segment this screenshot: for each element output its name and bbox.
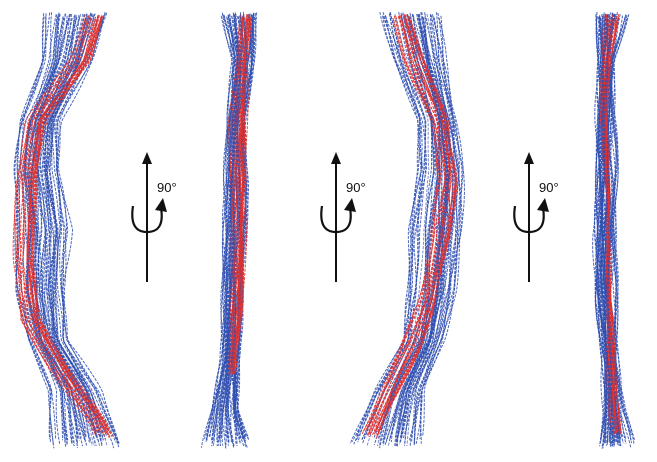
rotation-angle-label: 90° — [539, 180, 559, 195]
rotation-angle-label: 90° — [157, 180, 177, 195]
rotate-axis-arrow-icon — [321, 152, 356, 282]
rotation-indicators: 90° 90° 90° — [132, 152, 558, 282]
rotation-indicator-3: 90° — [514, 152, 558, 282]
fiber-bundle-view-4 — [593, 12, 635, 449]
rotation-indicator-1: 90° — [132, 152, 176, 282]
rotation-indicator-2: 90° — [321, 152, 365, 282]
rotate-axis-arrow-icon — [514, 152, 549, 282]
fiber-bundle-view-2 — [201, 12, 256, 448]
rotate-axis-arrow-icon — [132, 152, 167, 282]
fiber-bundle-view-1 — [13, 12, 119, 448]
bundle-views — [13, 12, 634, 449]
rotation-angle-label: 90° — [346, 180, 366, 195]
fiber-bundle-view-3 — [350, 12, 465, 448]
